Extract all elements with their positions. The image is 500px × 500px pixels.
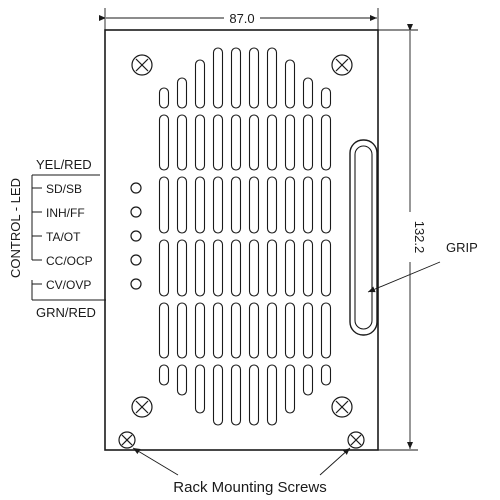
rack-screw-right-icon <box>347 431 365 449</box>
led-label-sd-sb: SD/SB <box>46 182 82 196</box>
vent-slot <box>320 364 332 386</box>
vent-slot <box>212 114 224 171</box>
vent-slot <box>284 59 296 109</box>
vent-slot <box>248 239 260 297</box>
vent-slot <box>266 47 278 109</box>
ventilation-slots <box>158 47 332 426</box>
vent-slot <box>212 47 224 109</box>
vent-slot <box>194 59 206 109</box>
vent-slot <box>176 77 188 109</box>
vent-slot <box>230 176 242 234</box>
vent-slot <box>230 47 242 109</box>
vent-slot <box>212 239 224 297</box>
vent-slot <box>266 239 278 297</box>
vent-slot <box>194 114 206 171</box>
vent-slot <box>230 114 242 171</box>
vent-slot <box>194 302 206 359</box>
led-ta-ot <box>130 230 142 242</box>
vent-slot <box>302 77 314 109</box>
vent-slot <box>248 114 260 171</box>
grip-label: GRIP <box>446 240 478 255</box>
vent-slot <box>158 114 170 171</box>
screws-callout: Rack Mounting Screws <box>132 447 351 496</box>
panel-screw-top-left-icon <box>131 54 153 76</box>
led-label-ta-ot: TA/OT <box>46 230 81 244</box>
vent-slot <box>248 176 260 234</box>
led-cc-ocp <box>130 254 142 266</box>
vent-slot <box>284 176 296 234</box>
vent-slot <box>158 364 170 386</box>
vent-slot <box>320 302 332 359</box>
vent-slot <box>212 302 224 359</box>
led-label-cv-ovp: CV/OVP <box>46 278 91 292</box>
vent-slot <box>302 114 314 171</box>
vent-slot <box>266 176 278 234</box>
led-sd-sb <box>130 182 142 194</box>
vent-slot <box>302 176 314 234</box>
vent-slot <box>176 176 188 234</box>
vent-slot <box>302 239 314 297</box>
vent-slot <box>266 364 278 426</box>
width-dimension: 87.0 <box>99 8 379 38</box>
height-dimension-label: 132.2 <box>412 221 427 254</box>
vent-slot <box>176 302 188 359</box>
vent-slot <box>194 239 206 297</box>
vent-slot <box>194 176 206 234</box>
led-label-cc-ocp: CC/OCP <box>46 254 93 268</box>
vent-slot <box>158 239 170 297</box>
control-led-legend: YEL/RED GRN/RED SD/SB INH/FF TA/OT CC/OC… <box>8 157 106 320</box>
bottom-led-color-label: GRN/RED <box>36 305 96 320</box>
panel-screw-bottom-left-icon <box>131 396 153 418</box>
vent-slot <box>320 87 332 109</box>
vent-slot <box>284 364 296 414</box>
vent-slot <box>158 302 170 359</box>
grip-handle <box>349 139 378 336</box>
vent-slot <box>194 364 206 414</box>
vent-slot <box>248 47 260 109</box>
vent-slot <box>284 302 296 359</box>
led-inh-ff <box>130 206 142 218</box>
height-dimension: 132.2 <box>378 24 427 451</box>
vent-slot <box>212 176 224 234</box>
vent-slot <box>230 364 242 426</box>
control-led-group-label: CONTROL - LED <box>8 178 23 278</box>
vent-slot <box>158 176 170 234</box>
led-label-inh-ff: INH/FF <box>46 206 85 220</box>
grip-callout: GRIP <box>367 240 478 293</box>
vent-slot <box>284 114 296 171</box>
rack-mounting-screws-label: Rack Mounting Screws <box>173 479 326 496</box>
vent-slot <box>320 239 332 297</box>
vent-slot <box>176 114 188 171</box>
rack-screw-left-icon <box>118 431 136 449</box>
vent-slot <box>284 239 296 297</box>
led-indicators <box>130 182 142 290</box>
vent-slot <box>212 364 224 426</box>
vent-slot <box>266 302 278 359</box>
width-dimension-label: 87.0 <box>229 11 254 26</box>
vent-slot <box>302 364 314 396</box>
vent-slot <box>248 364 260 426</box>
panel-screw-top-right-icon <box>331 54 353 76</box>
vent-slot <box>176 239 188 297</box>
vent-slot <box>230 239 242 297</box>
vent-slot <box>320 176 332 234</box>
panel-screw-bottom-right-icon <box>331 396 353 418</box>
vent-slot <box>266 114 278 171</box>
panel-outline <box>104 29 379 451</box>
top-led-color-label: YEL/RED <box>36 157 92 172</box>
vent-slot <box>158 87 170 109</box>
led-cv-ovp <box>130 278 142 290</box>
vent-slot <box>176 364 188 396</box>
vent-slot <box>320 114 332 171</box>
vent-slot <box>248 302 260 359</box>
vent-slot <box>302 302 314 359</box>
vent-slot <box>230 302 242 359</box>
